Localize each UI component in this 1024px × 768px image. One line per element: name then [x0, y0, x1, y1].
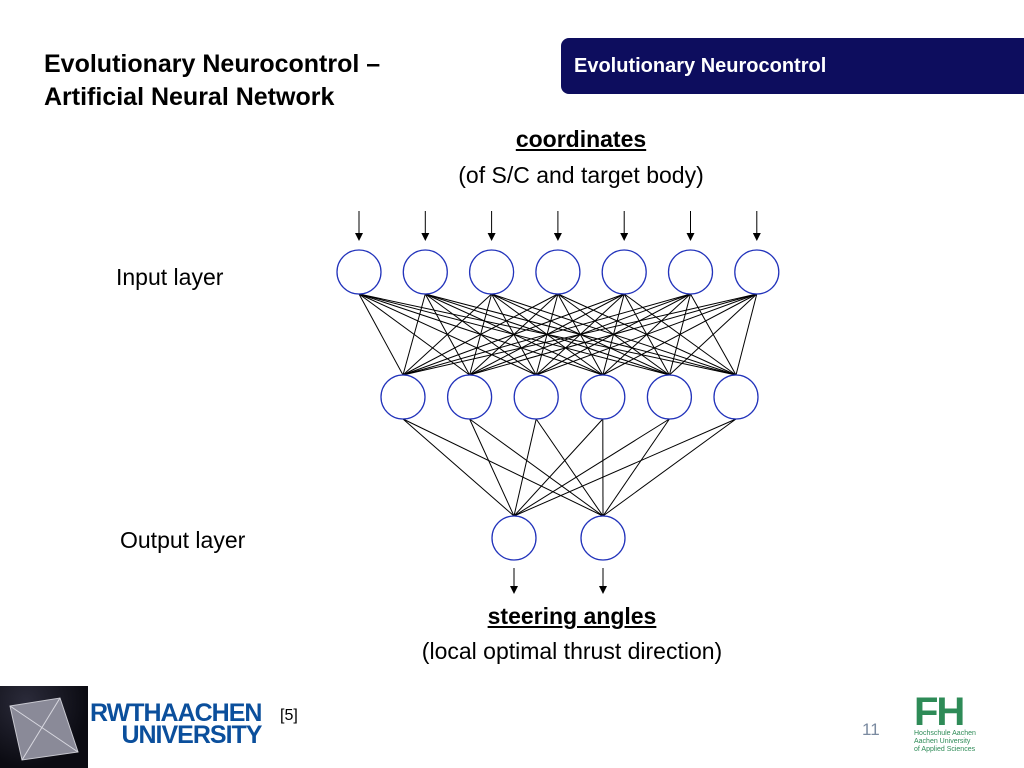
connection-edge-0-6-1 — [469, 293, 757, 376]
solar-sail-icon — [9, 697, 79, 761]
page-number: 11 — [862, 720, 880, 739]
slide-title: Evolutionary Neurocontrol – Artificial N… — [44, 48, 380, 114]
connection-edge-0-1-0 — [402, 293, 426, 376]
spacecraft-photo — [0, 686, 88, 768]
input-node-5 — [667, 249, 714, 295]
title-line-2: Artificial Neural Network — [44, 83, 335, 111]
input-node-0 — [336, 249, 382, 295]
connection-edge-1-2-0 — [513, 418, 537, 517]
banner-text: Evolutionary Neurocontrol — [574, 54, 827, 77]
fh-logo-line3: of Applied Sciences — [914, 746, 976, 753]
hidden-node-5 — [713, 374, 759, 420]
input-node-4 — [601, 249, 647, 295]
connection-edge-1-0-1 — [402, 418, 604, 517]
input-node-3 — [535, 249, 581, 295]
input-subheading: (of S/C and target body) — [458, 162, 704, 188]
connection-edge-0-5-0 — [402, 293, 691, 376]
connection-edge-1-0-0 — [402, 418, 515, 517]
connection-edge-1-1-0 — [469, 418, 515, 517]
connection-edge-1-4-1 — [602, 418, 670, 517]
hidden-node-4 — [646, 374, 693, 420]
connection-edge-0-6-4 — [669, 293, 758, 376]
hidden-node-1 — [446, 374, 493, 420]
output-node-0 — [491, 515, 537, 561]
hidden-node-3 — [580, 374, 626, 420]
output-subheading: (local optimal thrust direction) — [421, 638, 723, 664]
fh-logo-line1: Hochschule Aachen — [914, 730, 976, 737]
connection-edge-1-5-0 — [513, 418, 737, 517]
hidden-node-2 — [513, 374, 559, 420]
fh-aachen-logo: FH Hochschule Aachen Aachen University o… — [914, 690, 984, 754]
connection-edge-0-3-0 — [402, 293, 559, 376]
reference: [5] — [280, 707, 298, 724]
output-heading: steering angles — [487, 603, 657, 629]
rwth-logo-line2: UNIVERSITY — [121, 721, 262, 749]
connection-edge-1-3-0 — [513, 418, 604, 517]
hidden-node-0 — [380, 374, 426, 420]
connection-edge-0-6-2 — [536, 293, 757, 376]
connection-edge-0-0-0 — [358, 293, 404, 376]
connection-edge-1-4-0 — [513, 418, 670, 517]
title-line-1: Evolutionary Neurocontrol – — [44, 50, 381, 78]
connection-edge-1-5-1 — [602, 418, 737, 517]
connection-edge-0-6-0 — [402, 293, 757, 376]
connection-edge-0-4-0 — [402, 293, 625, 376]
connection-edge-0-6-3 — [602, 293, 758, 376]
input-node-2 — [468, 249, 515, 295]
fh-logo-mark: FH — [914, 690, 965, 734]
connection-edge-1-2-1 — [535, 418, 604, 517]
fh-logo-line2: Aachen University — [914, 738, 971, 745]
rwth-logo: RWTHAACHEN UNIVERSITY — [90, 699, 262, 749]
output-node-1 — [580, 515, 626, 561]
input-node-1 — [402, 249, 448, 295]
header-banner: Evolutionary Neurocontrol — [561, 38, 1024, 94]
input-heading: coordinates — [515, 126, 647, 152]
connection-edge-0-6-5 — [735, 293, 758, 376]
rwth-logo-line1: RWTHAACHEN — [90, 699, 262, 727]
connection-edge-0-2-0 — [402, 293, 492, 376]
output-layer-label: Output layer — [120, 527, 246, 553]
input-node-6 — [734, 249, 780, 295]
input-layer-label: Input layer — [116, 264, 224, 290]
connection-edge-1-1-1 — [469, 418, 604, 517]
